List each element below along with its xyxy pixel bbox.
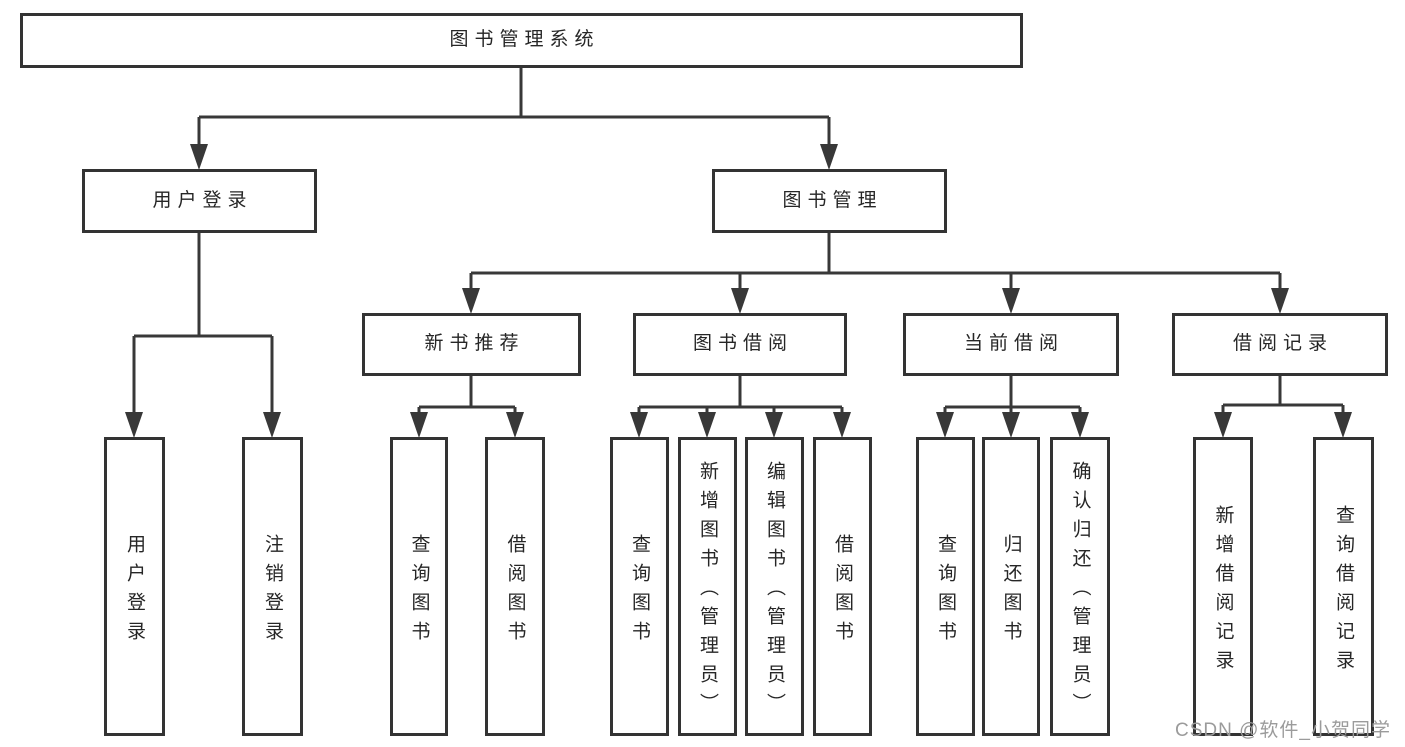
leaf-edit-book-admin: 编辑图书（管理员） xyxy=(745,437,804,736)
node-book-borrow: 图书借阅 xyxy=(633,313,847,376)
leaf-logout: 注销登录 xyxy=(242,437,303,736)
node-current-borrow: 当前借阅 xyxy=(903,313,1119,376)
node-user-login: 用户登录 xyxy=(82,169,317,233)
csdn-watermark: CSDN @软件_小贺同学 xyxy=(1175,720,1391,741)
node-new-book-recommend: 新书推荐 xyxy=(362,313,581,376)
leaf-edit-book-admin-label: 编辑图书（管理员） xyxy=(764,461,785,722)
leaf-add-book-admin: 新增图书（管理员） xyxy=(678,437,737,736)
node-new-book-recommend-label: 新书推荐 xyxy=(424,333,525,355)
node-book-management: 图书管理 xyxy=(712,169,947,233)
leaf-user-login-label: 用户登录 xyxy=(124,533,145,650)
leaf-query-book-2: 查询图书 xyxy=(610,437,669,736)
leaf-query-book-3: 查询图书 xyxy=(916,437,975,736)
leaf-borrow-book-1: 借阅图书 xyxy=(485,437,545,736)
leaf-borrow-book-2-label: 借阅图书 xyxy=(832,533,853,650)
node-borrow-record: 借阅记录 xyxy=(1172,313,1388,376)
leaf-borrow-book-1-label: 借阅图书 xyxy=(504,533,526,650)
leaf-confirm-return-admin-label: 确认归还（管理员） xyxy=(1069,461,1091,722)
leaf-query-borrow-record-label: 查询借阅记录 xyxy=(1333,504,1354,679)
leaf-confirm-return-admin: 确认归还（管理员） xyxy=(1050,437,1110,736)
node-book-borrow-label: 图书借阅 xyxy=(692,333,793,355)
leaf-query-book-1-label: 查询图书 xyxy=(408,533,430,650)
leaf-query-book-3-label: 查询图书 xyxy=(935,533,956,650)
leaf-query-book-1: 查询图书 xyxy=(390,437,448,736)
node-current-borrow-label: 当前借阅 xyxy=(963,333,1064,355)
leaf-user-login: 用户登录 xyxy=(104,437,165,736)
node-book-management-label: 图书管理 xyxy=(782,189,883,211)
leaf-logout-label: 注销登录 xyxy=(262,533,283,650)
node-user-login-label: 用户登录 xyxy=(152,189,253,211)
leaf-query-book-2-label: 查询图书 xyxy=(629,533,650,650)
leaf-query-borrow-record: 查询借阅记录 xyxy=(1313,437,1374,736)
leaf-add-borrow-record-label: 新增借阅记录 xyxy=(1212,504,1234,679)
node-root-label: 图书管理系统 xyxy=(449,29,600,51)
leaf-add-borrow-record: 新增借阅记录 xyxy=(1193,437,1253,736)
leaf-borrow-book-2: 借阅图书 xyxy=(813,437,872,736)
leaf-add-book-admin-label: 新增图书（管理员） xyxy=(697,461,718,722)
leaf-return-book-label: 归还图书 xyxy=(1000,533,1022,650)
leaf-return-book: 归还图书 xyxy=(982,437,1040,736)
node-root: 图书管理系统 xyxy=(20,13,1023,68)
node-borrow-record-label: 借阅记录 xyxy=(1232,333,1333,355)
